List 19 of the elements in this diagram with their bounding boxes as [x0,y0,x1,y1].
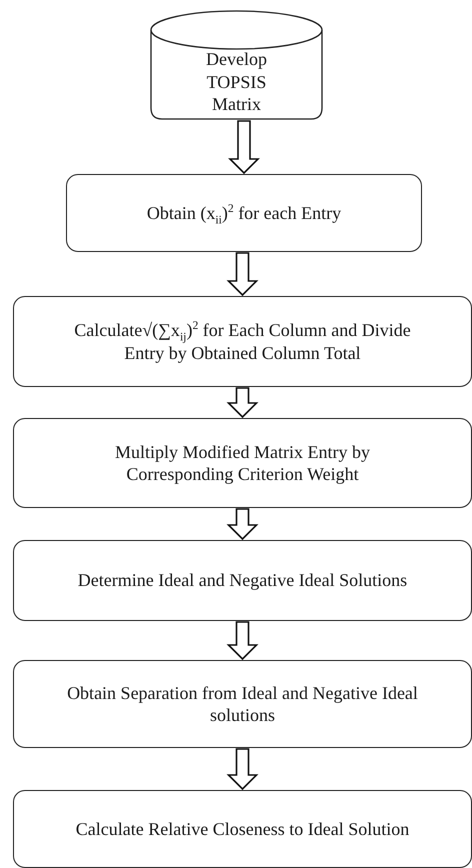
block-arrow [226,508,258,540]
step-text: Calculate Relative Closeness to Ideal Solution [76,818,410,840]
process-box [13,540,472,621]
step-text: Obtain (x$_{ii}$)$^{2}$ for each Entry [146,202,342,224]
process-box [13,660,472,748]
step-text: Determine Ideal and Negative Ideal Solutions [78,569,408,592]
step-text: Obtain Separation from Ideal and Negative Ideal solutions [66,682,419,726]
block-arrow [226,621,258,660]
step-text: Develop TOPSIS Matrix [205,48,268,116]
process-box [66,174,422,252]
block-arrow [226,748,258,790]
process-box [13,418,472,508]
block-arrow [226,387,258,418]
block-arrow [228,120,260,174]
step-text: Multiply Modified Matrix Entry by Corresponding Criterion Weight [114,440,371,486]
step-text: Calculate√(∑x$_{ij}$)$^{2}$ for Each Column and Divide Entry by Obtained Column Total [73,319,412,364]
block-arrow [226,252,258,296]
process-box [13,790,472,868]
process-box [13,296,472,387]
